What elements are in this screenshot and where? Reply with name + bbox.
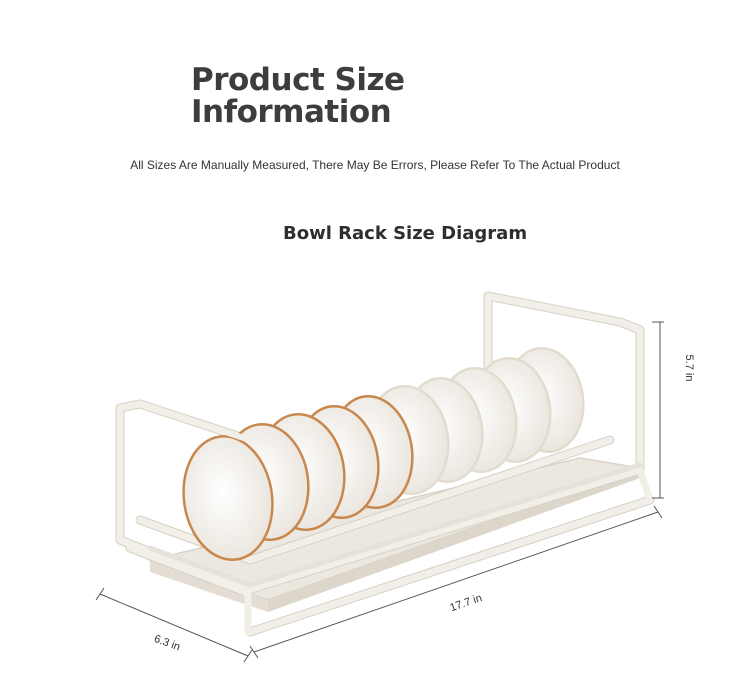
measurement-disclaimer: All Sizes Are Manually Measured, There M…	[130, 158, 620, 172]
height-dimension	[652, 321, 664, 499]
page-title: Product Size Information	[191, 64, 405, 128]
diagram-title: Bowl Rack Size Diagram	[283, 223, 528, 244]
width-dimension	[95, 587, 253, 663]
length-dimension	[249, 505, 663, 659]
height-label: 5.7 in	[683, 355, 695, 382]
length-label: 17.7 in	[448, 592, 483, 614]
width-label: 6.3 in	[152, 633, 181, 653]
page-title-line-2: Information	[191, 94, 392, 130]
bowls	[182, 346, 585, 561]
page-title-line-1: Product Size	[191, 62, 405, 98]
front-rail	[137, 401, 643, 588]
bowl	[182, 435, 274, 561]
